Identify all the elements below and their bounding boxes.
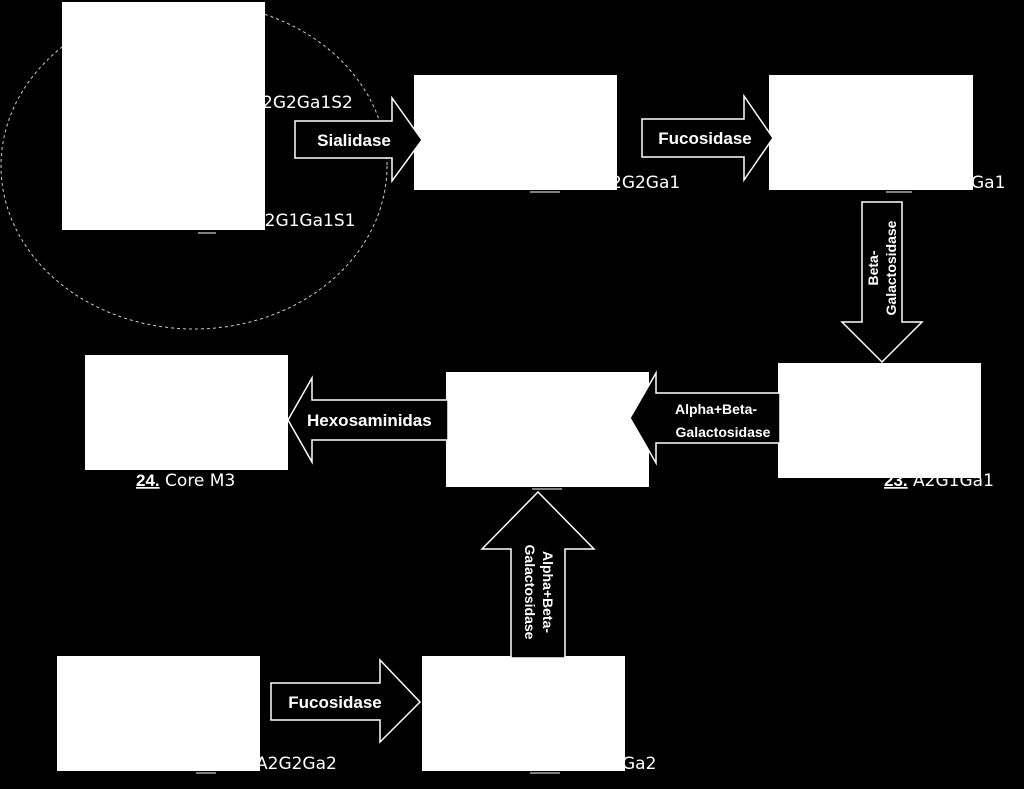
- glycan-box-a2g1ga1: [778, 363, 981, 478]
- glycan-label-a2g1ga1s1: A2G1Ga1S1: [253, 211, 355, 231]
- core-m3-name: Core M3: [160, 471, 236, 491]
- glycan-label-ga2-right: Ga2: [622, 754, 656, 774]
- arrow-label-hexosaminidase: Hexosaminidas: [307, 411, 432, 430]
- a2g1ga1-number: 23.: [884, 471, 908, 490]
- glycan-label-core-m3: 24. Core M3: [136, 471, 235, 491]
- arrow-label-beta-galactosidase-line2: Galactosidase: [883, 220, 899, 315]
- glycan-box-a2g2ga2-left: [57, 656, 260, 771]
- glycan-label-a2g2ga1: 2G2Ga1: [611, 173, 680, 193]
- glycan-box-center: [446, 372, 649, 487]
- arrow-label-alpha-beta-mid-line2: Galactosidase: [676, 424, 771, 440]
- arrow-beta-galactosidase: [840, 201, 924, 364]
- arrow-hexosaminidase: [287, 375, 449, 465]
- glycan-label-a2g2ga1s2: 2G2Ga1S2: [262, 93, 353, 113]
- glycan-box-ga1-top-right: [769, 75, 973, 190]
- glycan-box-ga2-right: [422, 656, 625, 771]
- glycan-label-a2g1ga1: 23. A2G1Ga1: [884, 471, 994, 491]
- arrow-label-alpha-beta-mid-line1: Alpha+Beta-: [675, 401, 757, 417]
- sialylated-group-circle: [0, 2, 388, 330]
- arrow-alpha-beta-galactosidase-mid: [629, 370, 781, 466]
- glycan-box-sialylated: [62, 2, 265, 230]
- glycan-label-ga1-top: Ga1: [971, 173, 1005, 193]
- glycan-label-a2g2ga2-left: A2G2Ga2: [256, 754, 337, 774]
- arrow-fucosidase-bottom: [270, 658, 422, 744]
- arrow-label-sialidase: Sialidase: [317, 131, 391, 150]
- glycan-box-core-m3: [85, 355, 288, 470]
- arrow-sialidase: [294, 95, 423, 184]
- glycan-box-a2g2ga1-top: [414, 75, 617, 190]
- arrow-alpha-beta-galactosidase-vert: [480, 490, 596, 659]
- arrow-label-fucosidase-bottom: Fucosidase: [288, 693, 382, 712]
- arrow-label-alpha-beta-vert-line1: Alpha+Beta-: [540, 551, 556, 633]
- a2g1ga1-name: A2G1Ga1: [908, 471, 994, 491]
- arrow-label-alpha-beta-vert-line2: Galactosidase: [522, 545, 538, 640]
- arrow-label-fucosidase-top: Fucosidase: [658, 129, 752, 148]
- arrow-label-beta-galactosidase-line1: Beta-: [865, 250, 881, 285]
- core-m3-number: 24.: [136, 471, 160, 490]
- arrow-fucosidase-top: [641, 93, 774, 183]
